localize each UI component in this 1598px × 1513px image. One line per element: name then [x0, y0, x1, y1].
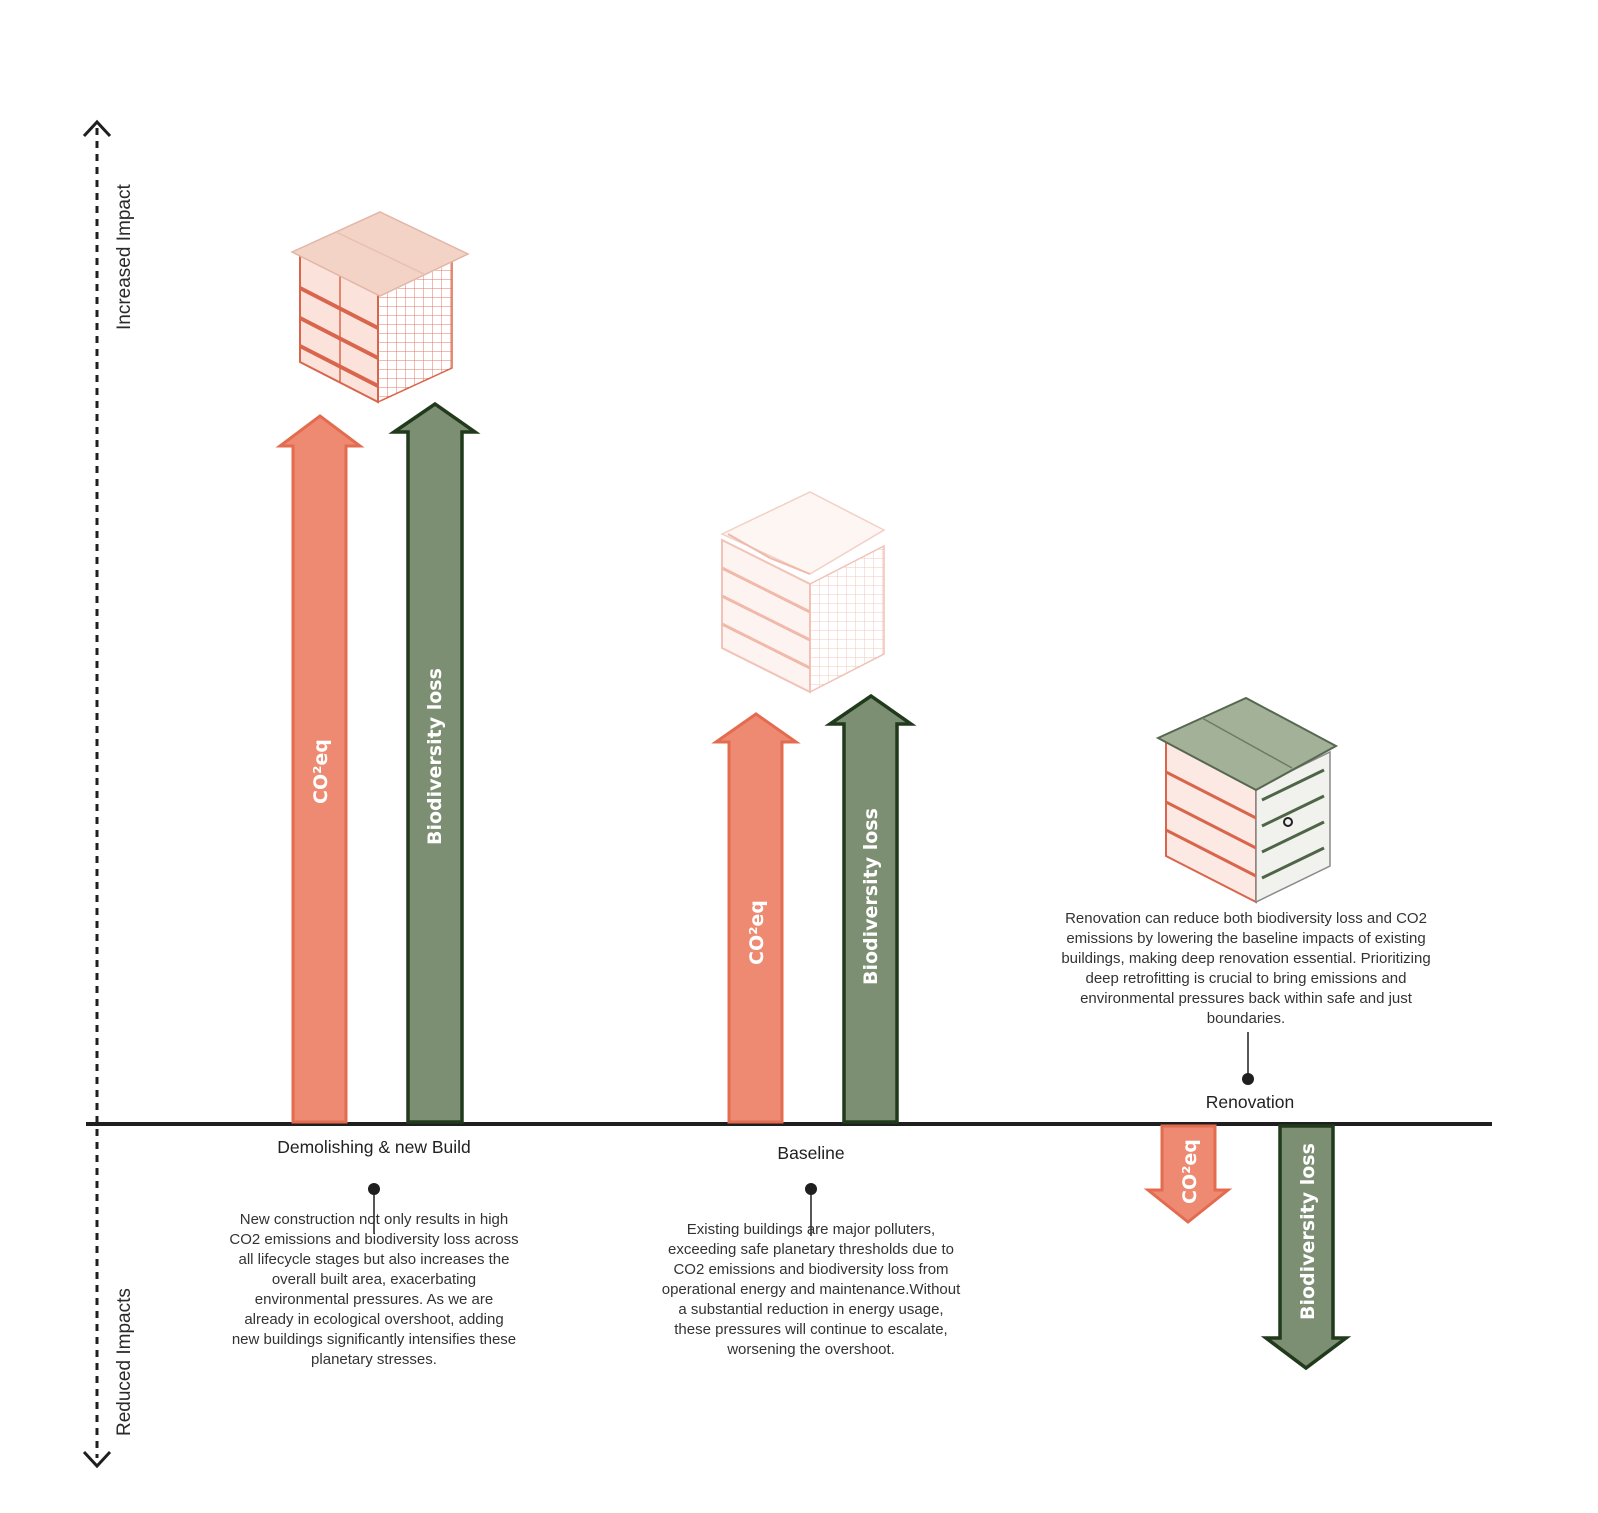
biodiversity-label-renovation: Biodiversity loss: [1297, 1143, 1319, 1320]
existing-building-icon: [720, 491, 886, 694]
scenario-label-demolish: Demolishing & new Build: [277, 1137, 471, 1157]
impact-axis: Increased Impact Reduced Impacts: [82, 119, 135, 1469]
co2-label-baseline: CO²eq: [746, 900, 768, 965]
description-baseline: Existing buildings are major polluters, …: [661, 1221, 961, 1358]
co2-label-renovation: CO²eq: [1179, 1139, 1201, 1204]
renovated-building-icon: [1155, 696, 1339, 904]
reduced-impacts-label: Reduced Impacts: [114, 1288, 135, 1436]
leader-baseline: [805, 1183, 817, 1236]
co2-arrow-demolish: CO²eq: [275, 414, 365, 1124]
co2-arrow-baseline: CO²eq: [711, 712, 801, 1124]
scenario-label-baseline: Baseline: [777, 1143, 845, 1163]
leader-renovation: [1242, 1032, 1254, 1085]
axis-down-arrowhead-icon: [82, 1450, 112, 1469]
co2-label-demolish: CO²eq: [310, 739, 332, 804]
increased-impact-label: Increased Impact: [114, 184, 135, 330]
co2-arrow-renovation: CO²eq: [1143, 1124, 1233, 1224]
leader-demolish: [368, 1183, 380, 1234]
description-demolish: New construction not only results in hig…: [229, 1211, 519, 1368]
axis-up-arrowhead-icon: [82, 119, 112, 138]
scenario-label-renovation: Renovation: [1205, 1092, 1295, 1112]
description-renovation: Renovation can reduce both biodiversity …: [1061, 910, 1431, 1027]
biodiversity-label-demolish: Biodiversity loss: [424, 668, 446, 845]
new-building-icon: [290, 211, 470, 404]
biodiversity-arrow-baseline: Biodiversity loss: [824, 693, 917, 1124]
biodiversity-label-baseline: Biodiversity loss: [860, 808, 882, 985]
biodiversity-arrow-demolish: Biodiversity loss: [388, 401, 481, 1124]
biodiversity-arrow-renovation: Biodiversity loss: [1260, 1124, 1352, 1371]
